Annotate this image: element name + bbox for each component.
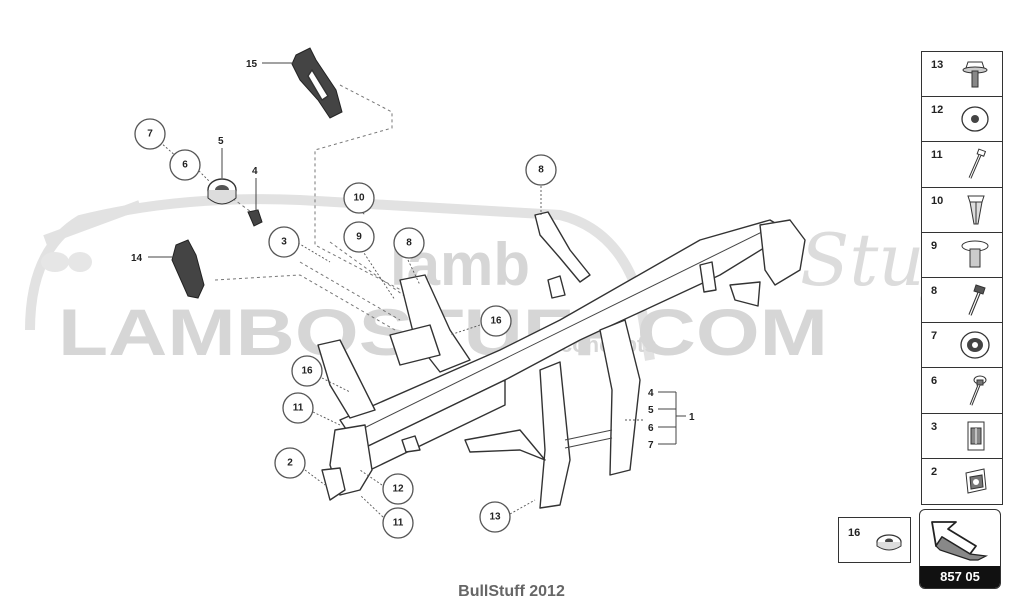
svg-text:9: 9 — [356, 232, 362, 243]
group-label-4: 4 — [648, 388, 654, 399]
part-14-bracket — [171, 239, 205, 299]
svg-text:2: 2 — [287, 458, 293, 469]
legend-item-11[interactable]: 11 — [922, 142, 1002, 188]
expanding-rivet-icon — [967, 195, 985, 225]
callout-8-top[interactable]: 8 — [525, 154, 557, 186]
legend-item-6[interactable]: 6 — [922, 368, 1002, 414]
part-15-bracket — [291, 47, 343, 119]
callout-16-center[interactable]: 16 — [480, 305, 512, 337]
svg-text:8: 8 — [406, 238, 412, 249]
legend-item-13[interactable]: 13 — [922, 52, 1002, 98]
legend-item-number: 7 — [931, 330, 938, 343]
direction-arrow-icon — [931, 521, 989, 561]
diagram-code: 857 05 — [920, 566, 1000, 588]
callout-13[interactable]: 13 — [479, 501, 511, 533]
label-14: 14 — [131, 253, 143, 264]
legend-extra-num: 16 — [848, 527, 861, 539]
flange-bolt-icon — [962, 61, 988, 88]
parts-legend: 13 12 11 10 9 8 7 6 3 2 — [921, 51, 1003, 505]
legend-item-9[interactable]: 9 — [922, 233, 1002, 278]
spring-clip-icon — [967, 421, 985, 451]
callout-10[interactable]: 10 — [343, 182, 375, 214]
callout-12[interactable]: 12 — [382, 473, 414, 505]
hex-bolt-icon — [968, 284, 986, 316]
legend-item-number: 11 — [931, 149, 943, 162]
legend-item-3[interactable]: 3 — [922, 414, 1002, 459]
svg-text:11: 11 — [393, 518, 404, 529]
watermark-car-silhouette — [25, 194, 655, 361]
callout-16-left[interactable]: 16 — [291, 355, 323, 387]
svg-text:8: 8 — [538, 165, 544, 176]
diagram-reference-box: 857 05 — [919, 509, 1001, 589]
callout-8-left[interactable]: 8 — [393, 227, 425, 259]
legend-item-2[interactable]: 2 — [922, 459, 1002, 504]
svg-text:13: 13 — [489, 512, 501, 523]
group-label-5: 5 — [648, 405, 654, 416]
group-label-7: 7 — [648, 440, 654, 451]
legend-item-8[interactable]: 8 — [922, 278, 1002, 324]
legend-item-12[interactable]: 12 — [922, 97, 1002, 143]
legend-item-number: 8 — [931, 285, 938, 297]
svg-text:7: 7 — [147, 129, 153, 140]
svg-text:6: 6 — [182, 160, 188, 171]
svg-text:3: 3 — [281, 237, 287, 248]
svg-text:11: 11 — [293, 403, 304, 414]
callout-2[interactable]: 2 — [274, 447, 306, 479]
legend-item-number: 10 — [931, 194, 944, 207]
callout-11-lower[interactable]: 11 — [382, 507, 414, 539]
legend-item-10[interactable]: 10 — [922, 188, 1002, 233]
collar-bolt-icon — [969, 375, 987, 406]
legend-item-number: 9 — [931, 239, 938, 252]
screw-icon — [968, 148, 987, 179]
legend-extra-16[interactable]: 16 — [838, 517, 911, 563]
callout-3[interactable]: 3 — [268, 226, 300, 258]
push-clip-icon — [961, 240, 989, 268]
label-4: 4 — [252, 166, 258, 177]
washer-icon — [961, 106, 989, 132]
group-label-1: 1 — [689, 412, 695, 423]
cross-car-beam — [317, 211, 806, 509]
label-15: 15 — [246, 59, 258, 70]
legend-item-number: 3 — [931, 420, 938, 433]
part-4-clip — [247, 209, 263, 227]
svg-text:16: 16 — [490, 316, 502, 327]
svg-text:10: 10 — [353, 193, 365, 204]
damper-washer-icon — [876, 534, 902, 551]
image-caption: BullStuff 2012 — [458, 583, 565, 600]
callout-7[interactable]: 7 — [134, 118, 166, 150]
svg-text:12: 12 — [392, 484, 404, 495]
legend-item-number: 2 — [931, 465, 938, 478]
cage-nut-icon — [965, 468, 987, 494]
svg-text:16: 16 — [301, 366, 313, 377]
grommet-icon — [960, 331, 990, 359]
legend-item-7[interactable]: 7 — [922, 323, 1002, 369]
callout-6[interactable]: 6 — [169, 149, 201, 181]
part-5-grommet — [207, 178, 237, 205]
legend-item-number: 12 — [931, 104, 944, 117]
legend-item-number: 13 — [931, 59, 944, 71]
callout-11-upper[interactable]: 11 — [282, 392, 314, 424]
callout-9[interactable]: 9 — [343, 221, 375, 253]
callout-leaders — [148, 62, 686, 518]
legend-item-number: 6 — [931, 375, 938, 388]
label-5: 5 — [218, 136, 224, 147]
group-label-6: 6 — [648, 423, 654, 434]
